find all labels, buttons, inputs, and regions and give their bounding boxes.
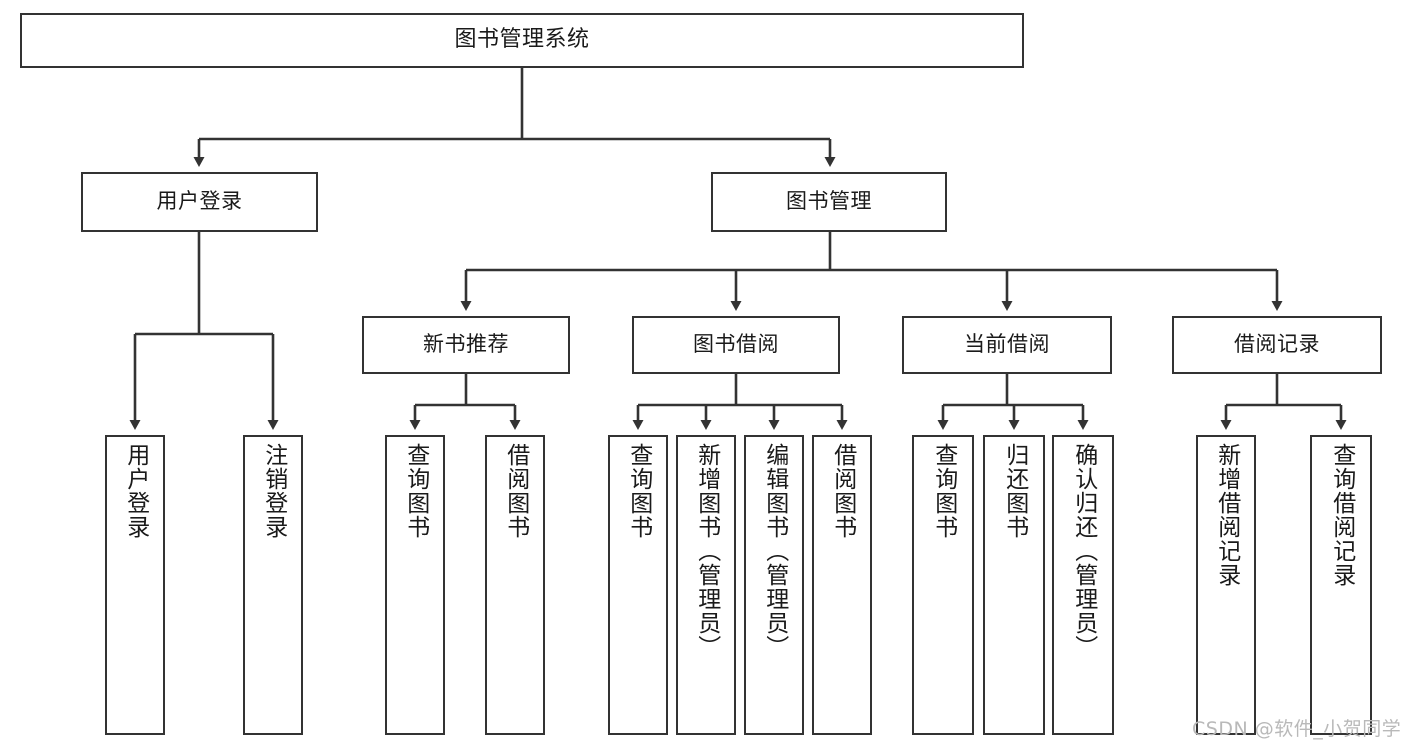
- leaf-logout-login-label: 注销登录: [260, 443, 287, 539]
- node-book-borrow-label: 图书借阅: [693, 332, 779, 357]
- leaf-query-book-1-label: 查询图书: [402, 443, 429, 539]
- leaf-query-borrow-record-label: 查询借阅记录: [1328, 443, 1355, 587]
- leaf-borrow-book-2[interactable]: 借阅图书: [812, 435, 872, 735]
- leaf-user-login-label: 用户登录: [122, 443, 149, 539]
- node-book-manage[interactable]: 图书管理: [711, 172, 947, 232]
- leaf-query-book-3-label: 查询图书: [930, 443, 957, 539]
- leaf-borrow-book-1[interactable]: 借阅图书: [485, 435, 545, 735]
- node-book-borrow[interactable]: 图书借阅: [632, 316, 840, 374]
- leaf-return-book-label: 归还图书: [1001, 443, 1028, 539]
- node-borrow-record[interactable]: 借阅记录: [1172, 316, 1382, 374]
- leaf-borrow-book-2-label: 借阅图书: [829, 443, 856, 539]
- node-user-login[interactable]: 用户登录: [81, 172, 318, 232]
- node-new-book-recommend[interactable]: 新书推荐: [362, 316, 570, 374]
- node-current-borrow-label: 当前借阅: [964, 332, 1050, 357]
- leaf-query-book-1[interactable]: 查询图书: [385, 435, 445, 735]
- node-user-login-label: 用户登录: [156, 189, 243, 214]
- leaf-add-borrow-record[interactable]: 新增借阅记录: [1196, 435, 1256, 735]
- leaf-add-book-admin[interactable]: 新增图书（管理员）: [676, 435, 736, 735]
- leaf-edit-book-admin[interactable]: 编辑图书（管理员）: [744, 435, 804, 735]
- leaf-add-book-admin-label: 新增图书（管理员）: [693, 443, 720, 659]
- node-root[interactable]: 图书管理系统: [20, 13, 1024, 68]
- leaf-return-book[interactable]: 归还图书: [983, 435, 1045, 735]
- leaf-add-borrow-record-label: 新增借阅记录: [1213, 443, 1240, 587]
- node-current-borrow[interactable]: 当前借阅: [902, 316, 1112, 374]
- node-borrow-record-label: 借阅记录: [1234, 332, 1320, 357]
- leaf-query-book-2-label: 查询图书: [625, 443, 652, 539]
- leaf-query-book-3[interactable]: 查询图书: [912, 435, 974, 735]
- leaf-query-book-2[interactable]: 查询图书: [608, 435, 668, 735]
- leaf-confirm-return-admin-label: 确认归还（管理员）: [1070, 443, 1097, 659]
- leaf-edit-book-admin-label: 编辑图书（管理员）: [761, 443, 788, 659]
- leaf-confirm-return-admin[interactable]: 确认归还（管理员）: [1052, 435, 1114, 735]
- leaf-logout-login[interactable]: 注销登录: [243, 435, 303, 735]
- csdn-watermark: CSDN @软件_小贺同学: [1192, 718, 1402, 740]
- node-new-book-recommend-label: 新书推荐: [423, 332, 509, 357]
- leaf-borrow-book-1-label: 借阅图书: [502, 443, 529, 539]
- leaf-user-login[interactable]: 用户登录: [105, 435, 165, 735]
- leaf-query-borrow-record[interactable]: 查询借阅记录: [1310, 435, 1372, 735]
- node-root-label: 图书管理系统: [454, 27, 590, 53]
- node-book-manage-label: 图书管理: [786, 189, 872, 214]
